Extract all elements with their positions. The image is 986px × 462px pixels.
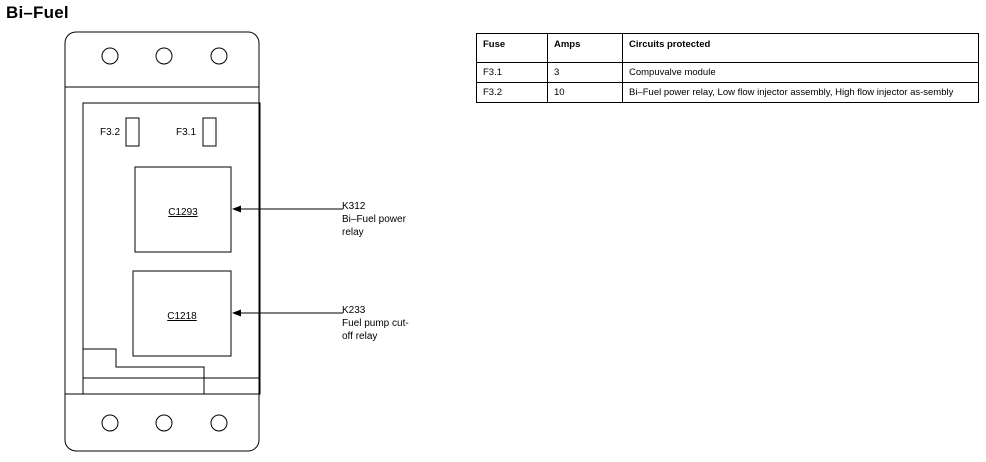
- fuse-label: F3.1: [176, 127, 196, 138]
- inner-panel-step: [83, 348, 205, 394]
- callout-id: K312: [342, 201, 366, 212]
- fuse-f3-1: [202, 117, 217, 147]
- cell-amps: 3: [547, 62, 623, 83]
- column-header-fuse: Fuse: [476, 33, 548, 63]
- column-header-circuits: Circuits protected: [622, 33, 979, 63]
- column-header-amps: Amps: [547, 33, 623, 63]
- mounting-hole: [155, 414, 173, 432]
- fuse-f3-2: [125, 117, 140, 147]
- table-header-row: Fuse Amps Circuits protected: [476, 33, 979, 63]
- fuse-box-diagram: F3.2 F3.1 C1293 K312 Bi–Fuel power relay…: [64, 31, 409, 452]
- page-title: Bi–Fuel: [6, 3, 69, 22]
- cell-circuits: Bi–Fuel power relay, Low flow injector a…: [622, 82, 979, 103]
- callout-description: relay: [342, 227, 364, 238]
- cell-amps: 10: [547, 82, 623, 103]
- relay-connector-label: C1218: [167, 311, 197, 322]
- relay-c1218: [132, 270, 232, 357]
- callout-description: Bi–Fuel power: [342, 214, 407, 225]
- mounting-hole: [210, 47, 228, 65]
- mounting-hole: [101, 47, 119, 65]
- relay-connector-label: C1293: [168, 207, 198, 218]
- table-row: F3.1 3 Compuvalve module: [476, 62, 979, 83]
- relay-c1293: [134, 166, 232, 253]
- callout-description: off relay: [342, 331, 377, 342]
- table-row: F3.2 10 Bi–Fuel power relay, Low flow in…: [476, 82, 979, 103]
- mounting-hole: [210, 414, 228, 432]
- mounting-hole: [155, 47, 173, 65]
- fuse-table: Fuse Amps Circuits protected F3.1 3 Comp…: [476, 33, 979, 103]
- callout-description: Fuel pump cut-: [342, 318, 409, 329]
- cell-fuse: F3.2: [476, 82, 548, 103]
- callout-id: K233: [342, 305, 366, 316]
- cell-circuits: Compuvalve module: [622, 62, 979, 83]
- cell-fuse: F3.1: [476, 62, 548, 83]
- fuse-label: F3.2: [100, 127, 120, 138]
- inner-panel: [82, 102, 261, 395]
- mounting-hole: [101, 414, 119, 432]
